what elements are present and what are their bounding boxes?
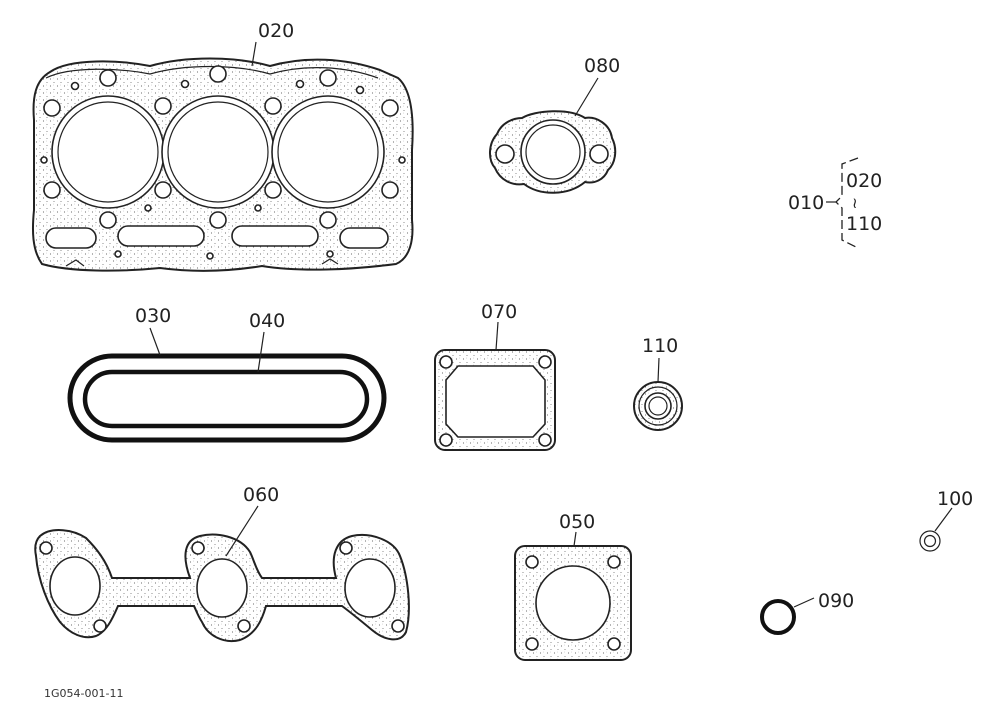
leader-070: [495, 321, 499, 351]
callout-070: 070: [481, 301, 517, 323]
square-cover-gasket: [434, 349, 556, 451]
small-washer: [919, 530, 941, 552]
callout-040: 040: [249, 310, 285, 332]
flange-gasket: [489, 110, 617, 194]
callout-050: 050: [559, 511, 595, 533]
callout-060: 060: [243, 484, 279, 506]
callout-020: 020: [258, 20, 294, 42]
cylinder-head-gasket: [32, 57, 414, 272]
figure-code: 1G054-001-11: [44, 687, 123, 700]
callout-010-range-end: 110: [846, 213, 882, 235]
leader-110: [657, 357, 660, 383]
leader-020: [251, 41, 257, 67]
oil-seal: [633, 381, 683, 431]
callout-110: 110: [642, 335, 678, 357]
callout-010-range-tilde: ≀: [852, 194, 858, 212]
inner-seal-ring: [82, 369, 370, 429]
callout-030: 030: [135, 305, 171, 327]
leader-050: [573, 531, 577, 547]
callout-010: 010: [788, 192, 824, 214]
kit-bracket: [826, 157, 859, 249]
callout-090: 090: [818, 590, 854, 612]
square-flange-gasket: [514, 545, 632, 661]
outer-seal-ring: [67, 353, 387, 443]
o-ring: [760, 599, 796, 635]
exhaust-manifold-gasket: [34, 529, 410, 642]
leader-030: [149, 327, 161, 356]
callout-080: 080: [584, 55, 620, 77]
callout-100: 100: [937, 488, 973, 510]
leader-080: [574, 77, 599, 117]
callout-010-range-start: 020: [846, 170, 882, 192]
leader-100: [934, 507, 953, 532]
leader-090: [793, 597, 815, 608]
leader-040: [257, 331, 265, 373]
leader-060: [225, 505, 259, 557]
